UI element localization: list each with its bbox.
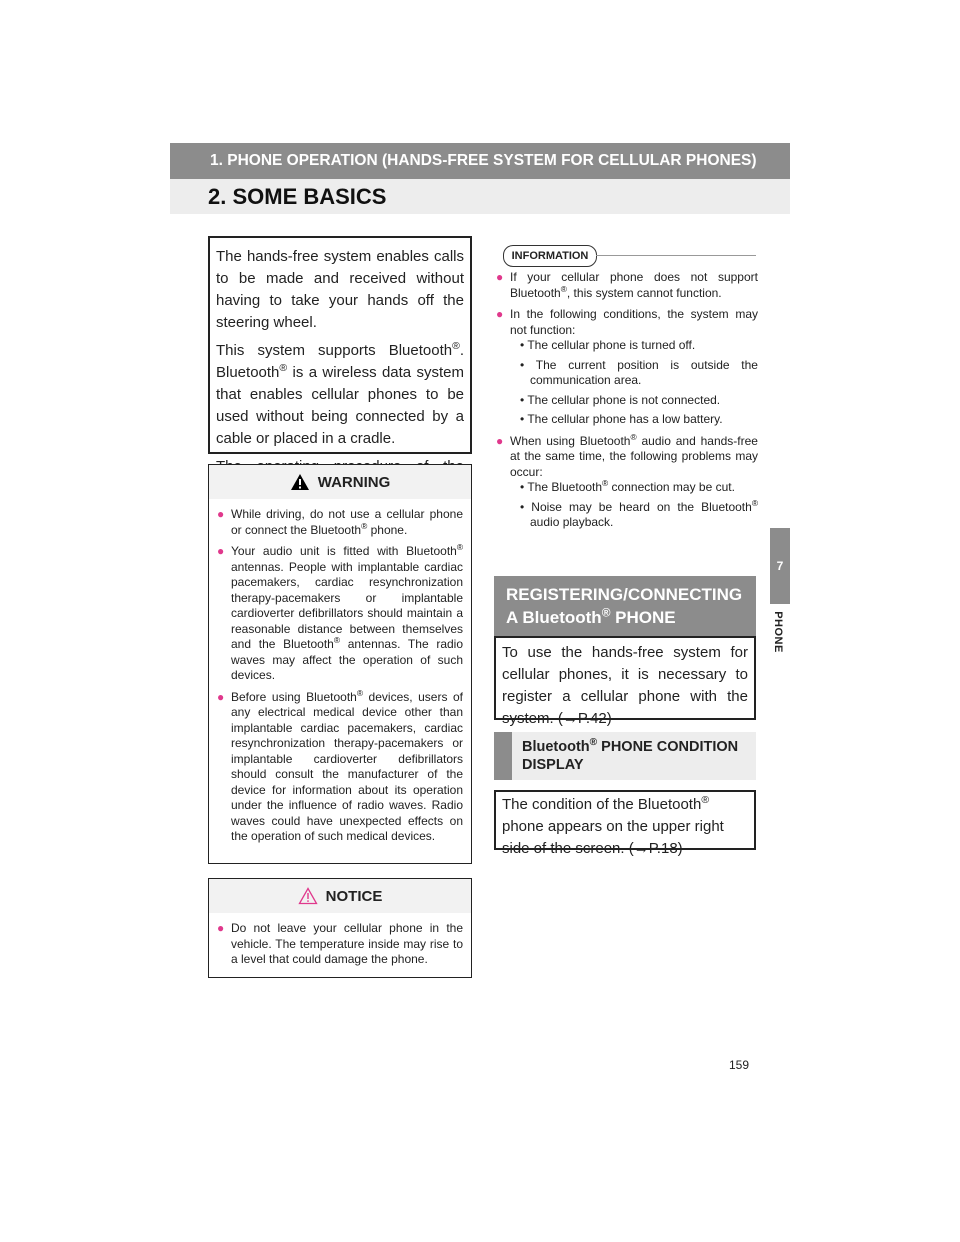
- info-item-text: audio and hands-free at the same time, t…: [510, 433, 758, 479]
- reg-mark: ®: [602, 478, 609, 488]
- intro-p2b: . Bluetooth: [216, 342, 464, 381]
- info-subitem-text: The current position is outside the comm…: [530, 357, 758, 388]
- registering-body: To use the hands-free system for cellula…: [494, 636, 756, 727]
- condition-heading: Bluetooth® PHONE CONDITION DISPLAY: [494, 732, 756, 780]
- registering-heading-part: PHONE: [610, 608, 676, 627]
- reg-mark: ®: [589, 737, 598, 749]
- chapter-label-wrap: PHONE: [771, 608, 789, 658]
- reg-mark: ®: [601, 605, 611, 620]
- warning-item-text: While driving, do not use a cellular pho…: [231, 507, 463, 537]
- warning-item: ● Your audio unit is fitted with Bluetoot…: [217, 542, 464, 684]
- info-item: ● If your cellular phone does not support…: [496, 270, 758, 301]
- notice-item-text: Do not leave your cellular phone in the …: [231, 921, 463, 966]
- bullet-icon: ●: [217, 507, 225, 521]
- warning-header: WARNING: [209, 465, 471, 499]
- info-subitem: • The cellular phone is turned off.: [520, 338, 696, 352]
- warning-item-text: Before using Bluetooth: [231, 689, 357, 704]
- warning-item: ● While driving, do not use a cellular ph…: [217, 507, 463, 538]
- notice-title: NOTICE: [325, 887, 383, 905]
- warning-icon: [290, 474, 309, 490]
- information-tag: INFORMATION: [503, 245, 597, 267]
- chapter-label: PHONE: [771, 611, 784, 653]
- info-subitem: • The cellular phone has a low battery.: [520, 412, 723, 426]
- intro-p2c: is a wireless data system that enables c…: [216, 364, 464, 447]
- warning-item-text: antennas. People with implantable cardia…: [231, 559, 463, 652]
- condition-body-part: phone appears on the upper right side of…: [502, 818, 724, 857]
- registering-heading-part: A Bluetooth: [506, 608, 602, 627]
- reg-mark: ®: [333, 635, 341, 645]
- information-rule: [596, 255, 756, 256]
- info-subitem: • The Bluetooth® connection may be cut.: [520, 478, 735, 494]
- registering-heading-line2: A Bluetooth® PHONE: [506, 606, 744, 629]
- info-item-text: , this system cannot function.: [566, 285, 722, 300]
- info-subitem-text: The cellular phone has a low battery.: [527, 412, 723, 426]
- reg-mark: ®: [356, 687, 364, 698]
- reg-mark: ®: [456, 542, 463, 552]
- condition-heading-part: PHONE CONDITION DISPLAY: [522, 739, 739, 773]
- info-item-text: When using Bluetooth: [510, 433, 631, 448]
- info-item-text: In the following conditions, the system …: [510, 307, 758, 337]
- page-number: 159: [729, 1058, 750, 1072]
- registering-heading-line1: REGISTERING/CONNECTING: [506, 585, 743, 604]
- reg-mark: ®: [452, 340, 460, 352]
- bullet-icon: ●: [217, 544, 225, 558]
- bullet-icon: ●: [496, 270, 504, 284]
- reg-mark: ®: [630, 431, 637, 442]
- info-subitem-text: audio playback.: [530, 515, 614, 529]
- info-item: ●When using Bluetooth® audio and hands-f…: [496, 431, 758, 531]
- reg-mark: ®: [361, 520, 368, 531]
- info-item-text: If your cellular phone does not support …: [510, 270, 758, 300]
- bullet-icon: ●: [217, 689, 225, 704]
- intro-box: The hands-free system enables calls to b…: [208, 236, 472, 497]
- warning-item-text: Your audio unit is fitted with Bluetooth: [231, 544, 457, 558]
- warning-title: WARNING: [317, 473, 391, 491]
- reg-mark: ®: [701, 794, 710, 806]
- section-header: 1. PHONE OPERATION (HANDS-FREE SYSTEM FO…: [170, 143, 790, 179]
- warning-item-text: devices, users of any electrical medical…: [231, 689, 464, 844]
- info-subitem: • The cellular phone is not connected.: [520, 392, 721, 407]
- info-subitem-text: The cellular phone is not connected.: [527, 392, 721, 407]
- notice-header: NOTICE: [209, 879, 471, 913]
- info-item: ● In the following conditions, the system…: [496, 307, 758, 428]
- intro-p2: This system supports Bluetooth®. Bluetoo…: [216, 340, 464, 450]
- condition-heading-part: Bluetooth: [522, 739, 590, 755]
- registering-heading: REGISTERING/CONNECTING A Bluetooth® PHON…: [494, 576, 756, 636]
- intro-p2a: This system supports Bluetooth: [216, 342, 453, 359]
- notice-box: NOTICE ● Do not leave your cellular phone…: [208, 878, 472, 978]
- bullet-icon: ●: [217, 921, 225, 935]
- reg-mark: ®: [560, 283, 567, 294]
- bullet-icon: ●: [496, 433, 504, 448]
- reg-mark: ®: [751, 497, 758, 508]
- information-body: ● If your cellular phone does not support…: [496, 270, 758, 537]
- bullet-icon: ●: [496, 307, 504, 321]
- notice-item: ● Do not leave your cellular phone in the…: [217, 921, 463, 968]
- reg-mark: ®: [279, 362, 288, 374]
- warning-item-text: antennas. The radio waves may affect the…: [231, 637, 464, 682]
- info-subitem-text: connection may be cut.: [608, 480, 735, 494]
- warning-box: WARNING ● While driving, do not use a cel…: [208, 464, 472, 864]
- condition-body-part: The condition of the Bluetooth: [502, 796, 702, 813]
- info-subitem-text: The cellular phone is turned off.: [527, 338, 696, 352]
- intro-p1: The hands-free system enables calls to b…: [216, 248, 464, 331]
- info-subitem: • Noise may be heard on the Bluetooth® a…: [520, 497, 758, 529]
- warning-item-text: phone.: [367, 522, 408, 537]
- caution-icon: [298, 887, 318, 905]
- condition-body: The condition of the Bluetooth® phone ap…: [494, 790, 756, 857]
- chapter-tab: 7: [770, 528, 790, 604]
- warning-item: ● Before using Bluetooth® devices, users …: [217, 687, 464, 845]
- page-title: 2. SOME BASICS: [170, 179, 790, 214]
- info-subitem: • The current position is outside the co…: [520, 357, 758, 388]
- info-subitem-text: The Bluetooth: [527, 480, 603, 494]
- info-subitem-text: Noise may be heard on the Bluetooth: [531, 499, 752, 514]
